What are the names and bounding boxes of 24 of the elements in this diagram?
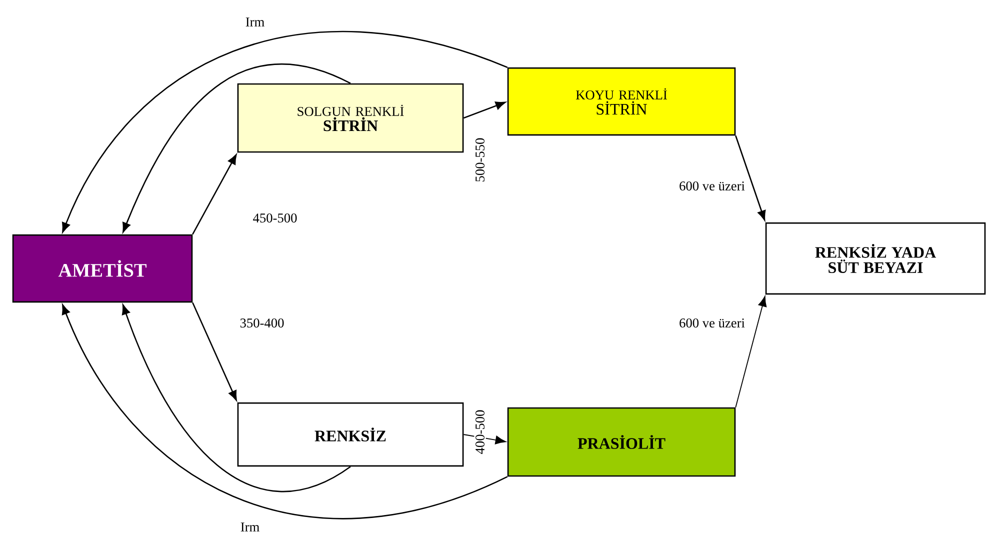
process-box: KOYU RENKLİ SİTRİN [507, 67, 736, 136]
arrow [735, 135, 766, 221]
arrow [122, 304, 351, 492]
process-box: SOLGUN RENKLİ SİTRİN [237, 83, 464, 153]
arrow [122, 63, 351, 233]
edge-label: 450-500 [251, 212, 299, 224]
edge-label: Irm [244, 16, 266, 28]
edge-label: Irm [239, 521, 261, 533]
edge-label: 400-500 [474, 408, 486, 456]
arrow [463, 102, 506, 119]
edge-label: 350-400 [238, 317, 286, 329]
arrow [192, 302, 237, 401]
process-box: RENKSİZ YADA SÜT BEYAZI [765, 222, 986, 295]
process-box: PRASİOLİT [507, 407, 736, 477]
arrow [463, 434, 506, 444]
process-box: AMETİST [12, 234, 193, 303]
arrow [192, 154, 237, 235]
arrow [735, 296, 767, 408]
edge-label: 500-550 [474, 136, 486, 184]
edge-label: 600 ve üzeri [678, 180, 746, 192]
arrow [62, 304, 508, 519]
edge-label: 600 ve üzeri [678, 317, 746, 329]
arrow [62, 31, 508, 233]
process-box: RENKSİZ [237, 402, 464, 467]
